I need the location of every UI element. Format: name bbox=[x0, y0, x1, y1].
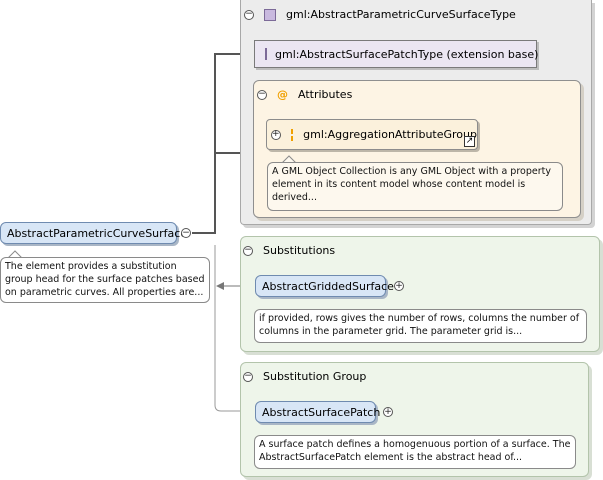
attribute-group-box[interactable]: + gml:AggregationAttributeGroup ↗ bbox=[266, 119, 478, 150]
substitutions-title: Substitutions bbox=[263, 244, 336, 257]
substitution-element-box[interactable]: AbstractGriddedSurface bbox=[255, 275, 394, 297]
substitution-group-element-name: AbstractSurfacePatch bbox=[262, 405, 381, 419]
substitution-group-header: − Substitution Group bbox=[243, 370, 366, 383]
minus-circle-icon[interactable]: − bbox=[257, 89, 267, 100]
minus-circle-icon[interactable]: − bbox=[243, 371, 253, 382]
substitution-element-name: AbstractGriddedSurface bbox=[262, 279, 394, 293]
group-icon bbox=[290, 128, 294, 141]
substitution-group-doc: A surface patch defines a homogenuous po… bbox=[254, 435, 576, 469]
substitution-group-title: Substitution Group bbox=[263, 370, 367, 383]
type-name: gml:AbstractParametricCurveSurfaceType bbox=[286, 8, 516, 21]
plus-circle-icon[interactable]: + bbox=[383, 406, 393, 417]
type-panel-header: − gml:AbstractParametricCurveSurfaceType bbox=[244, 8, 516, 21]
attributes-title: Attributes bbox=[298, 88, 353, 101]
attributes-header: − @ Attributes bbox=[257, 88, 352, 101]
substitution-doc: if provided, rows gives the number of ro… bbox=[254, 309, 587, 343]
element-doc: The element provides a substitution grou… bbox=[0, 257, 210, 303]
connector-substitution-group bbox=[214, 245, 254, 412]
minus-circle-icon[interactable]: − bbox=[243, 245, 253, 256]
attribute-group-label: gml:AggregationAttributeGroup bbox=[303, 128, 477, 141]
attribute-group-doc: A GML Object Collection is any GML Objec… bbox=[267, 162, 563, 211]
element-box[interactable]: AbstractParametricCurveSurface bbox=[0, 222, 187, 244]
minus-circle-icon[interactable]: − bbox=[181, 227, 191, 238]
base-type-label: gml:AbstractSurfacePatchType (extension … bbox=[275, 47, 539, 61]
external-link-icon[interactable]: ↗ bbox=[464, 136, 475, 147]
substitutions-header: − Substitutions bbox=[243, 244, 335, 257]
cube-icon bbox=[265, 48, 267, 60]
base-type-box[interactable]: gml:AbstractSurfacePatchType (extension … bbox=[254, 40, 539, 68]
at-sign-icon: @ bbox=[277, 88, 288, 101]
plus-circle-icon[interactable]: + bbox=[271, 129, 281, 140]
plus-circle-icon[interactable]: + bbox=[394, 280, 404, 291]
cube-icon bbox=[264, 8, 276, 21]
minus-circle-icon[interactable]: − bbox=[244, 9, 254, 20]
substitution-group-element-box[interactable]: AbstractSurfacePatch bbox=[255, 401, 380, 423]
element-name: AbstractParametricCurveSurface bbox=[7, 226, 188, 240]
connector-to-base-type bbox=[192, 53, 254, 234]
substitution-arrow-icon bbox=[216, 282, 224, 290]
